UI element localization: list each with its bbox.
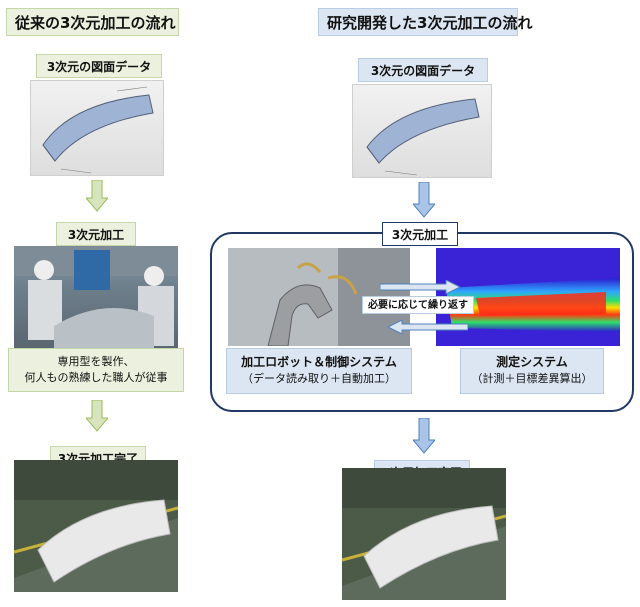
left-finished-panel-photo [14,460,178,592]
left-header: 従来の3次元加工の流れ [6,8,179,36]
loop-label: 必要に応じて繰り返す [362,296,474,314]
measurement-system-box: 測定システム （計測＋目標差異算出） [460,348,604,394]
left-down-arrow-1 [86,180,108,212]
left-drawing-svg [42,86,154,174]
loop-arrow-right [380,280,460,294]
measurement-system-subtitle: （計測＋目標差異算出） [471,372,593,385]
heatmap-svg [436,248,620,346]
right-finished-panel-photo [342,468,506,600]
left-desc-line1: 専用型を製作、 [57,355,135,368]
right-step1-label: 3次元の図面データ [358,58,488,82]
loop-arrow-left [388,320,468,334]
left-drawing-image [30,80,164,176]
robot-system-title: 加工ロボット＆制御システム [241,355,397,369]
right-drawing-svg [366,98,480,176]
robot-system-box: 加工ロボット＆制御システム （データ読み取り＋自動加工） [226,348,412,394]
measurement-system-title: 測定システム [496,355,568,369]
left-desc-line2: 何人もの熟練した職人が従事 [24,371,168,384]
left-step2-label: 3次元加工 [56,222,136,246]
right-header: 研究開発した3次元加工の流れ [318,8,532,36]
right-down-arrow-1 [413,182,435,218]
left-step1-label: 3次元の図面データ [36,54,162,78]
right-drawing-image [352,84,492,178]
right-finished-panel-svg [342,468,506,600]
left-step2-description: 専用型を製作、 何人もの熟練した職人が従事 [8,348,184,392]
right-down-arrow-2 [413,418,435,454]
robot-system-subtitle: （データ読み取り＋自動加工） [242,372,396,385]
left-down-arrow-2 [86,400,108,432]
left-craftsmen-svg [14,246,178,348]
left-craftsmen-photo [14,246,178,348]
left-finished-panel-svg [14,460,178,592]
right-step2-label: 3次元加工 [382,222,458,246]
